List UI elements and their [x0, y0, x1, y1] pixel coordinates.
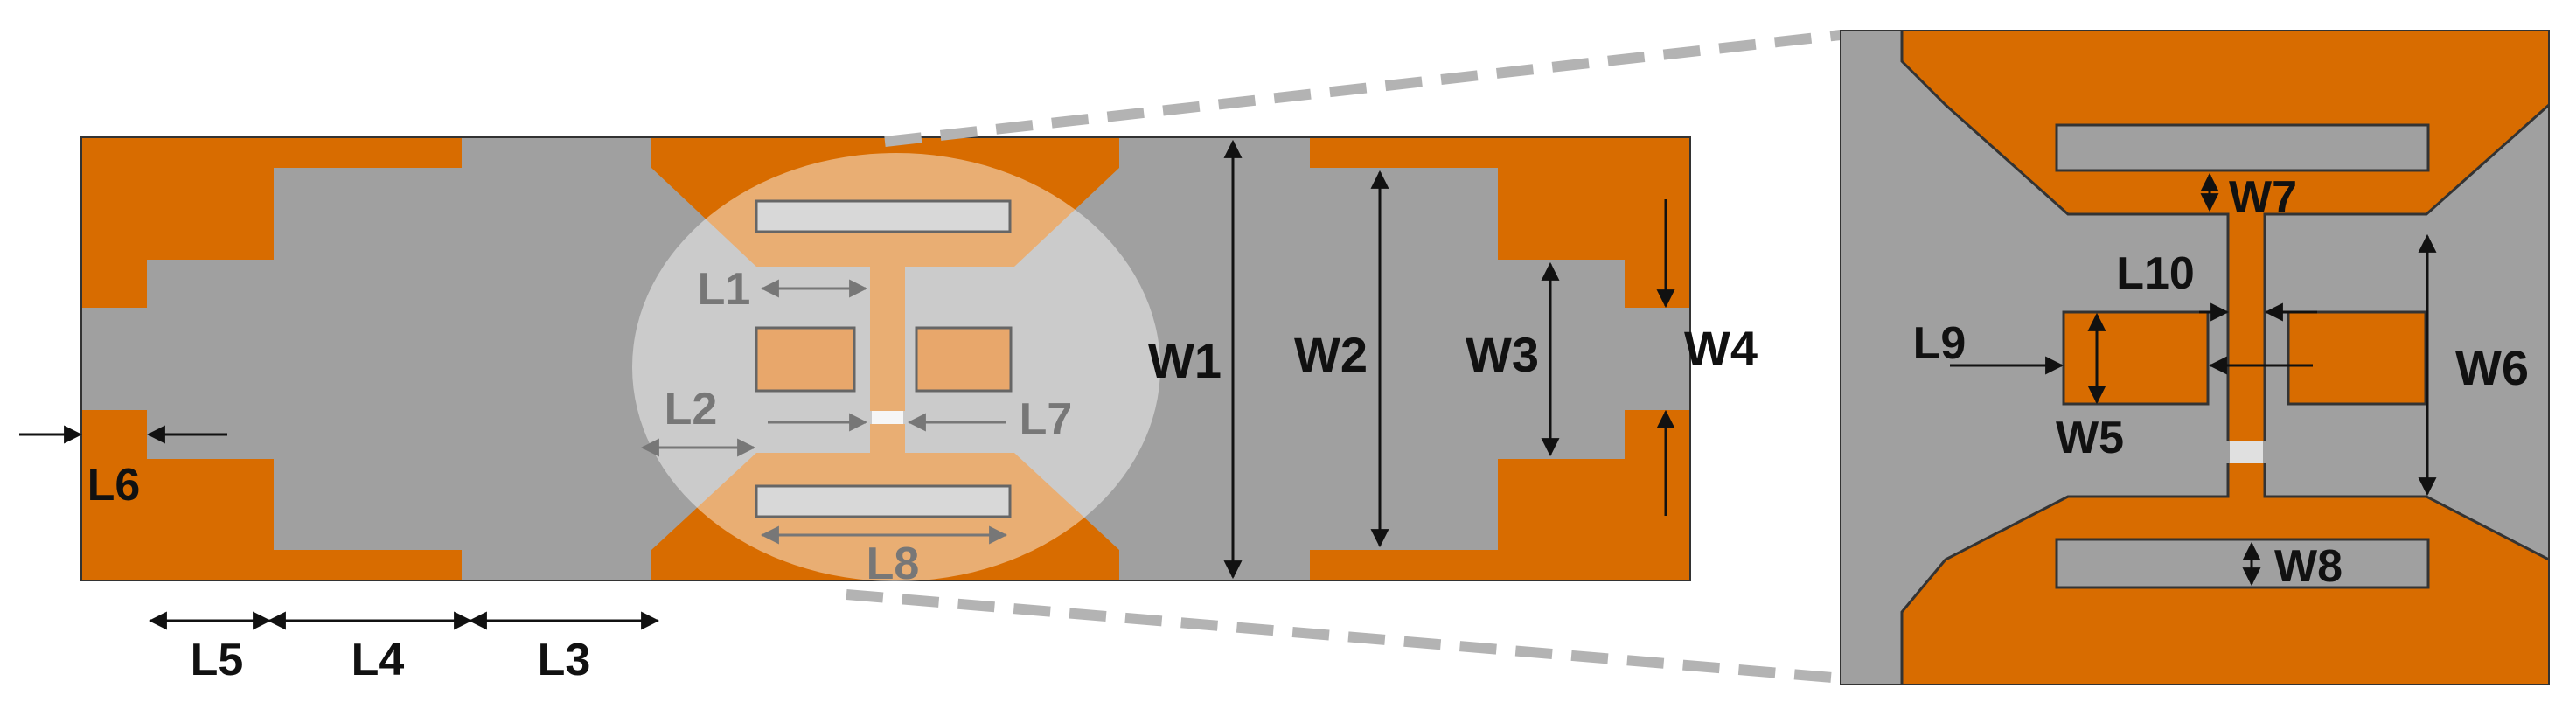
inset-slot-bottom — [2055, 538, 2430, 589]
copper-left-bottom — [81, 410, 462, 580]
inset-copper-outline — [1900, 31, 2550, 685]
label-l7: L7 — [1020, 394, 1073, 445]
slot-top — [755, 199, 1012, 233]
label-w5: W5 — [2056, 413, 2124, 463]
zoom-inset: W7 L10 L9 W5 W6 W8 — [1840, 30, 2550, 685]
callout-line-bottom — [846, 589, 1833, 683]
label-w4: W4 — [1684, 321, 1758, 376]
inset-gap — [2230, 441, 2263, 463]
label-l5: L5 — [191, 635, 244, 685]
pad-right — [915, 326, 1013, 393]
label-l3: L3 — [538, 635, 591, 685]
label-w8: W8 — [2274, 541, 2343, 592]
label-l4: L4 — [352, 635, 405, 685]
label-w2: W2 — [1294, 327, 1368, 382]
label-l6: L6 — [87, 460, 141, 511]
inset-slot-top — [2055, 123, 2430, 172]
label-w6: W6 — [2455, 340, 2529, 395]
pad-left — [755, 326, 856, 393]
copper-right-bottom — [1310, 410, 1690, 580]
label-l1: L1 — [698, 264, 751, 315]
label-l9: L9 — [1913, 318, 1967, 369]
copper-left-top — [81, 137, 462, 308]
resonator-gap — [872, 411, 903, 424]
copper-right-top — [1310, 137, 1690, 308]
callout-line-top — [884, 30, 1841, 147]
label-w3: W3 — [1466, 327, 1539, 382]
inset-pad-left — [2062, 310, 2210, 406]
inset-pad-right — [2287, 310, 2427, 406]
label-l10: L10 — [2116, 248, 2195, 299]
magnifier-lens — [632, 153, 1160, 581]
inset-frame — [1840, 30, 2550, 685]
main-layout — [80, 136, 1691, 581]
label-l8: L8 — [867, 539, 920, 589]
main-dimensions: L5 L4 L3 L6 W1 W2 W3 W4 L1 L2 L7 L8 — [19, 139, 1758, 685]
label-l2: L2 — [665, 384, 718, 434]
label-w1: W1 — [1148, 333, 1222, 388]
label-w7: W7 — [2229, 172, 2297, 223]
slot-bottom — [755, 484, 1012, 518]
